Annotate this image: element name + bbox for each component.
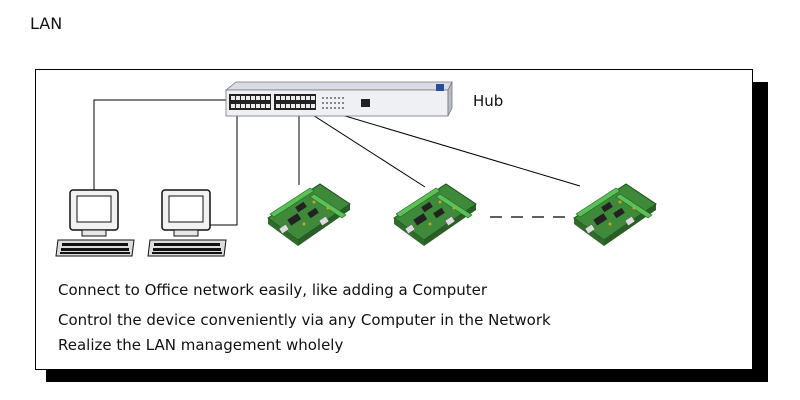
cable-board2 [304, 109, 426, 188]
controller-board-icon-1 [267, 183, 351, 247]
computer-icon-1 [55, 189, 135, 257]
cable-pc1 [93, 99, 226, 192]
controller-board-icon-3 [573, 183, 657, 247]
cable-board3 [314, 106, 581, 187]
hub-label: Hub [473, 92, 504, 110]
hub-icon [224, 81, 453, 117]
computer-icon-2 [147, 189, 227, 257]
controller-board-icon-2 [393, 183, 477, 247]
caption-line-3: Realize the LAN management wholely [58, 336, 344, 354]
cable-pc2 [208, 112, 238, 226]
page-title: LAN [30, 14, 63, 33]
network-cables [93, 99, 581, 226]
caption-line-1: Connect to Office network easily, like a… [58, 281, 488, 299]
caption-line-2: Control the device conveniently via any … [58, 311, 551, 329]
